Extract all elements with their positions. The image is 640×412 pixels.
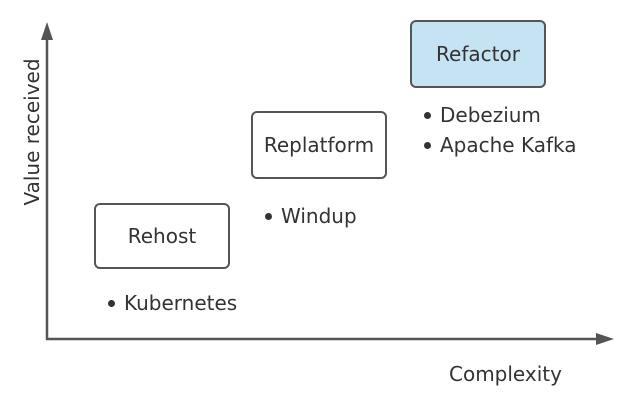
x-axis-arrow-icon (596, 333, 614, 345)
list-item: Debezium (424, 100, 577, 130)
tool-label: Debezium (440, 103, 541, 127)
bullet-icon (424, 111, 431, 119)
stage-box-replatform: Replatform (251, 111, 387, 179)
bullet-icon (265, 212, 272, 220)
y-axis-arrow-icon (41, 22, 53, 40)
y-axis-label: Value received (20, 58, 44, 206)
bullet-icon (108, 299, 115, 307)
tool-list-replatform: Windup (265, 201, 357, 231)
bullet-icon (424, 141, 431, 149)
list-item: Windup (265, 201, 357, 231)
stage-box-rehost: Rehost (94, 203, 230, 269)
tool-list-rehost: Kubernetes (108, 288, 237, 318)
tool-label: Apache Kafka (440, 133, 577, 157)
x-axis-label: Complexity (449, 362, 562, 386)
tool-label: Kubernetes (124, 291, 238, 315)
list-item: Kubernetes (108, 288, 237, 318)
stage-box-refactor: Refactor (410, 20, 546, 88)
tool-list-refactor: Debezium Apache Kafka (424, 100, 577, 160)
list-item: Apache Kafka (424, 130, 577, 160)
tool-label: Windup (281, 204, 357, 228)
